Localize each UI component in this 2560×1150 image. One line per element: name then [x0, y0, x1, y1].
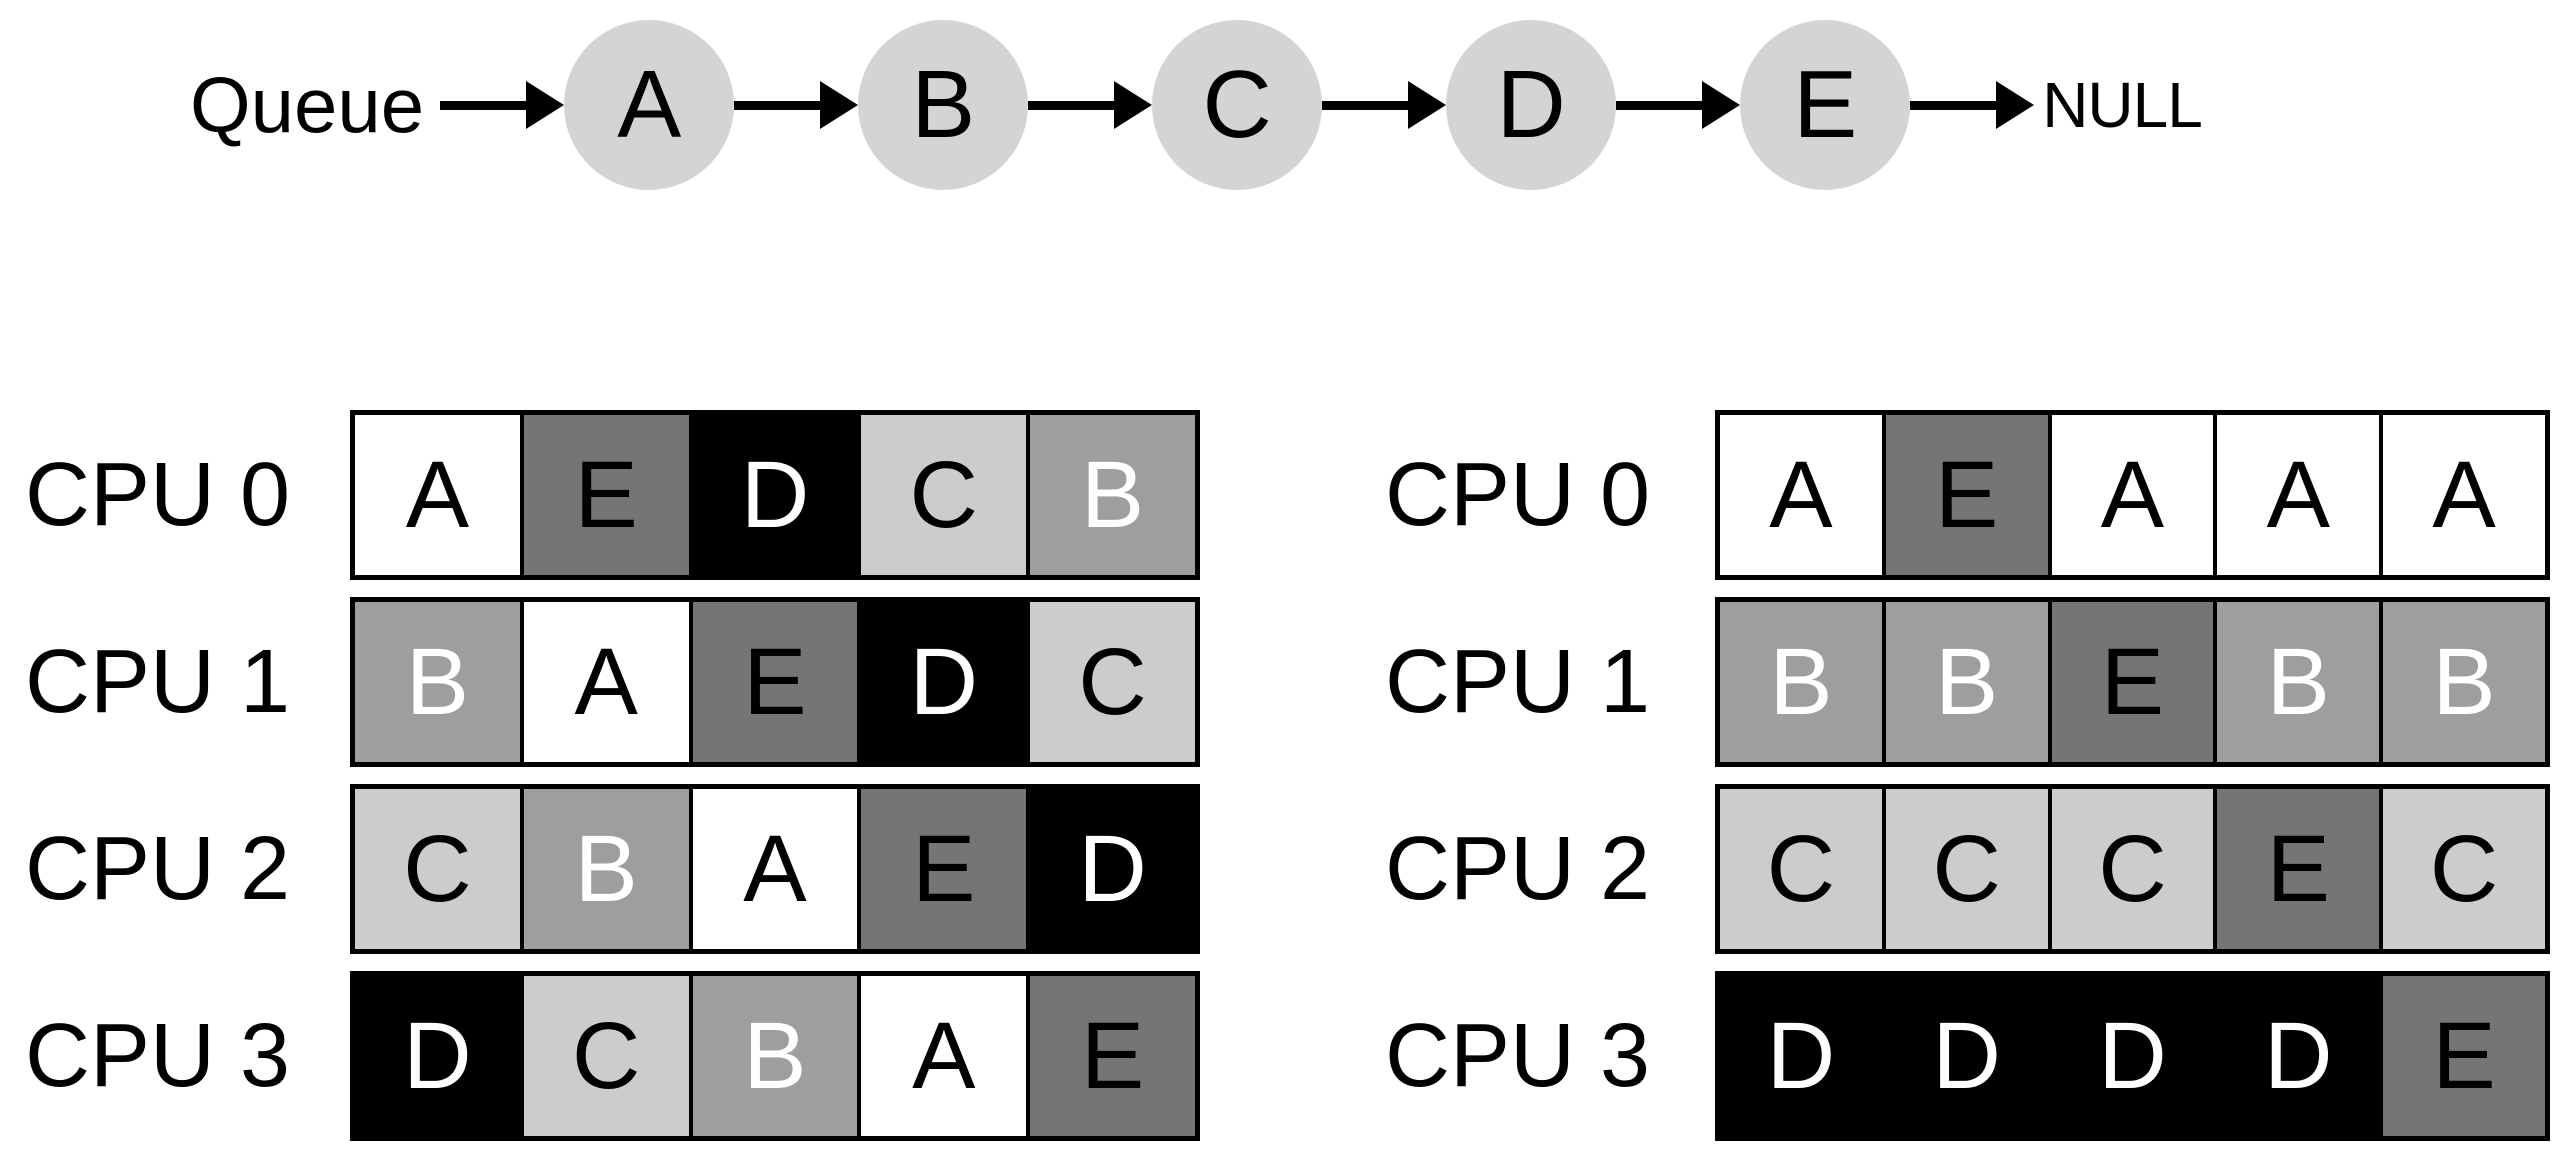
- cpu-label: CPU 2: [25, 819, 291, 919]
- right-arrow-icon: [1322, 81, 1447, 129]
- schedule-cell: D: [1720, 976, 1886, 1136]
- schedule-cell: B: [2383, 602, 2545, 762]
- schedule-cell: E: [1885, 415, 2052, 575]
- schedule-cell: C: [523, 976, 693, 1136]
- schedule-cell: E: [692, 602, 862, 762]
- schedule-cell: D: [1030, 789, 1195, 949]
- schedule-cell: E: [2217, 789, 2384, 949]
- schedule-cell: A: [861, 976, 1031, 1136]
- cpu-row: CPU 3 D C B A E: [25, 971, 1200, 1141]
- cpu-row: CPU 0 A E A A A: [1385, 410, 2550, 580]
- schedule-cell: D: [355, 976, 524, 1136]
- cpu-label: CPU 2: [1385, 819, 1651, 919]
- timeline-cells: D C B A E: [350, 971, 1200, 1141]
- schedule-cell: C: [861, 415, 1031, 575]
- schedule-cell: A: [692, 789, 862, 949]
- timeline-cells: C C C E C: [1715, 784, 2550, 954]
- timeline-cells: B A E D C: [350, 597, 1200, 767]
- cpu-label: CPU 0: [1385, 445, 1651, 545]
- schedule-cell: D: [1885, 976, 2052, 1136]
- schedule-cell: B: [523, 789, 693, 949]
- cpu-label: CPU 0: [25, 445, 291, 545]
- schedule-cell: E: [2051, 602, 2218, 762]
- right-arrow-icon: [1616, 81, 1741, 129]
- right-arrow-icon: [440, 81, 565, 129]
- schedule-cell: A: [1720, 415, 1886, 575]
- schedule-cell: B: [2217, 602, 2384, 762]
- queue-node: C: [1152, 20, 1323, 190]
- schedule-cell: C: [1720, 789, 1886, 949]
- queue-node: A: [564, 20, 735, 190]
- cpu-row: CPU 1 B B E B B: [1385, 597, 2550, 767]
- timeline-cells: D D D D E: [1715, 971, 2550, 1141]
- queue-node: D: [1446, 20, 1617, 190]
- cpu-row: CPU 0 A E D C B: [25, 410, 1200, 580]
- cpu-label: CPU 1: [25, 632, 291, 732]
- schedule-cell: B: [355, 602, 524, 762]
- schedule-cell: B: [692, 976, 862, 1136]
- schedule-cell: B: [1885, 602, 2052, 762]
- schedule-cell: E: [861, 789, 1031, 949]
- right-arrow-icon: [1028, 81, 1153, 129]
- cpu-label: CPU 3: [1385, 1006, 1651, 1106]
- queue-label: Queue: [190, 61, 425, 149]
- schedule-table-left: CPU 0 A E D C B CPU 1 B A E D C CPU 2 C: [25, 410, 1200, 1150]
- schedule-cell: A: [2383, 415, 2545, 575]
- schedule-cell: B: [1030, 415, 1195, 575]
- schedule-cell: C: [1030, 602, 1195, 762]
- schedule-cell: D: [2051, 976, 2218, 1136]
- cpu-label: CPU 3: [25, 1006, 291, 1106]
- timeline-cells: B B E B B: [1715, 597, 2550, 767]
- schedule-cell: A: [2217, 415, 2384, 575]
- queue-null-label: NULL: [2042, 69, 2203, 141]
- queue-diagram: Queue A B C D E NULL: [190, 18, 2203, 192]
- cpu-row: CPU 1 B A E D C: [25, 597, 1200, 767]
- schedule-cell: A: [2051, 415, 2218, 575]
- timeline-cells: A E D C B: [350, 410, 1200, 580]
- schedule-cell: B: [1720, 602, 1886, 762]
- schedule-cell: A: [523, 602, 693, 762]
- schedule-cell: D: [2217, 976, 2384, 1136]
- schedule-cell: E: [1030, 976, 1195, 1136]
- cpu-row: CPU 2 C C C E C: [1385, 784, 2550, 954]
- cpu-row: CPU 2 C B A E D: [25, 784, 1200, 954]
- schedule-cell: A: [355, 415, 524, 575]
- timeline-cells: A E A A A: [1715, 410, 2550, 580]
- schedule-cell: D: [861, 602, 1031, 762]
- schedule-cell: E: [523, 415, 693, 575]
- cpu-label: CPU 1: [1385, 632, 1651, 732]
- queue-node: B: [858, 20, 1029, 190]
- timeline-cells: C B A E D: [350, 784, 1200, 954]
- schedule-cell: C: [2051, 789, 2218, 949]
- right-arrow-icon: [734, 81, 859, 129]
- schedule-cell: E: [2383, 976, 2545, 1136]
- schedule-cell: C: [1885, 789, 2052, 949]
- schedule-table-right: CPU 0 A E A A A CPU 1 B B E B B CPU 2 C: [1385, 410, 2550, 1150]
- queue-node: E: [1740, 20, 1911, 190]
- schedule-cell: D: [692, 415, 862, 575]
- right-arrow-icon: [1910, 81, 2035, 129]
- schedule-cell: C: [355, 789, 524, 949]
- cpu-row: CPU 3 D D D D E: [1385, 971, 2550, 1141]
- schedule-cell: C: [2383, 789, 2545, 949]
